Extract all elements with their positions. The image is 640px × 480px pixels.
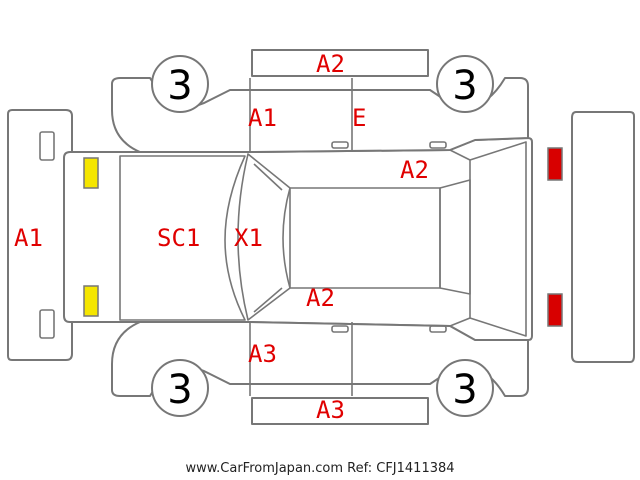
wheel-front-left-number: 3 — [167, 63, 192, 109]
damage-code-bottom-front-door: A3 — [248, 340, 277, 368]
rear-right-lamp — [547, 293, 563, 327]
wheel-front-left: 3 — [151, 55, 209, 113]
wheel-rear-left-number: 3 — [452, 63, 477, 109]
wheel-rear-right: 3 — [436, 359, 494, 417]
damage-code-hood: SC1 — [157, 224, 200, 252]
front-left-lamp — [83, 157, 99, 189]
rear-bumper — [571, 111, 635, 363]
damage-code-roof-bottom: A2 — [306, 284, 335, 312]
damage-code-top-rear-door: E — [352, 104, 366, 132]
damage-code-top-side-sill: A2 — [400, 156, 429, 184]
wheel-rear-right-number: 3 — [452, 367, 477, 413]
damage-code-roof-top: A2 — [316, 50, 345, 78]
wheel-front-right: 3 — [151, 359, 209, 417]
damage-code-top-front-door: A1 — [248, 104, 277, 132]
bottom-side-panel — [111, 321, 529, 425]
rear-left-lamp — [547, 147, 563, 181]
damage-code-front-bumper: A1 — [14, 224, 43, 252]
footer-reference: www.CarFromJapan.com Ref: CFJ1411384 — [185, 461, 454, 476]
front-bumper — [7, 109, 73, 361]
wheel-front-right-number: 3 — [167, 367, 192, 413]
damage-code-windshield: X1 — [234, 224, 263, 252]
damage-code-bottom-side-sill: A3 — [316, 396, 345, 424]
front-right-lamp — [83, 285, 99, 317]
wheel-rear-left: 3 — [436, 55, 494, 113]
car-body — [63, 137, 533, 341]
top-side-panel — [111, 49, 529, 153]
